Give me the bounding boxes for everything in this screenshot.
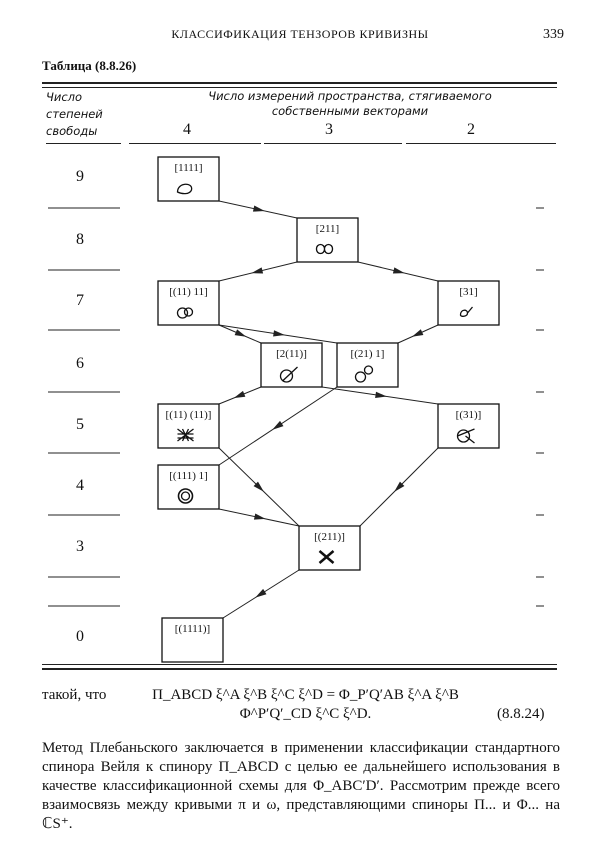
col0-header-line: Число xyxy=(46,90,83,104)
equation-number: (8.8.24) xyxy=(497,706,545,722)
crossed-lines-icon xyxy=(177,428,194,442)
row-label: 0 xyxy=(76,628,84,645)
arrow-icon xyxy=(394,481,405,492)
arrow-icon xyxy=(272,420,284,430)
node-label: [31] xyxy=(459,286,477,298)
lead-text: такой, что xyxy=(42,687,107,703)
node-n31b: [(31)] xyxy=(437,403,500,449)
col0-header-line: степеней xyxy=(46,107,103,121)
node-label: [(21) 1] xyxy=(351,348,385,360)
arrow-icon xyxy=(411,329,424,337)
node-box xyxy=(157,280,220,326)
equation-text: Π_ABCD ξ^A ξ^B ξ^C ξ^D = Φ_P′Q′AB ξ^A ξ^… xyxy=(152,687,459,722)
node-label: [1111] xyxy=(174,162,202,174)
node-box xyxy=(161,617,224,663)
header-underline xyxy=(264,143,402,144)
row-label: 3 xyxy=(76,538,84,555)
row-label: 8 xyxy=(76,231,84,248)
node-n211: [211] xyxy=(296,217,359,263)
cross-icon xyxy=(318,550,335,564)
table-caption: Таблица (8.8.26) xyxy=(42,58,137,73)
node-n2_11: [2(11)] xyxy=(260,342,323,388)
arrow-icon xyxy=(252,205,265,212)
arrow-icon xyxy=(251,267,264,274)
header-underline xyxy=(46,143,121,144)
span-header-line: собственными векторами xyxy=(271,104,429,118)
arrow-icon xyxy=(255,588,267,598)
row-label: 7 xyxy=(76,292,84,309)
row-label: 4 xyxy=(76,477,84,494)
arrow-icon xyxy=(234,329,247,337)
body-paragraph: Метод Плебаньского заключается в примене… xyxy=(42,740,560,832)
touching-circles-icon xyxy=(354,365,374,383)
node-label: [(31)] xyxy=(456,409,482,421)
column-3: 3 xyxy=(325,121,333,138)
node-label: [211] xyxy=(316,223,339,235)
node-label: [(211)] xyxy=(314,531,345,543)
node-n31: [31] xyxy=(437,280,500,326)
node-label: [(11) (11)] xyxy=(166,409,212,421)
two-circles-icon xyxy=(176,307,194,319)
figure-eight-icon xyxy=(315,243,334,255)
bottom-rule xyxy=(42,664,557,665)
header-underline xyxy=(129,143,261,144)
cusp-loop-icon xyxy=(459,306,473,317)
arrow-icon xyxy=(253,513,266,520)
node-n21_1: [(21) 1] xyxy=(336,342,399,388)
arrow-icon xyxy=(375,391,387,398)
span-header-line: Число измерений пространства, стягиваемо… xyxy=(208,89,492,103)
col0-header: Число степеней свободы xyxy=(46,89,103,140)
node-box xyxy=(296,217,359,263)
row-label: 5 xyxy=(76,416,84,433)
node-n11_11b: [(11) (11)] xyxy=(157,403,220,449)
top-rule xyxy=(42,82,557,84)
circle-cross-icon xyxy=(456,428,475,444)
circle-tangent-icon xyxy=(279,366,298,383)
node-label: [(11) 11] xyxy=(169,286,208,298)
column-2: 2 xyxy=(467,121,475,138)
equation: Π_ABCD ξ^A ξ^B ξ^C ξ^D = Φ_P′Q′AB ξ^A ξ^… xyxy=(128,686,483,724)
node-n1111: [1111] xyxy=(157,156,220,202)
node-box xyxy=(437,403,500,449)
loop-icon xyxy=(176,183,193,195)
column-4: 4 xyxy=(183,121,191,138)
page-number: 339 xyxy=(543,27,564,42)
node-label: [(1111)] xyxy=(175,623,210,635)
node-n211b: [(211)] xyxy=(298,525,361,571)
header-underline xyxy=(406,143,556,144)
arrow-icon xyxy=(273,330,285,337)
node-n111_1: [(111) 1] xyxy=(157,464,220,510)
arrow-icon xyxy=(233,390,246,399)
node-n11_11: [(11) 11] xyxy=(157,280,220,326)
span-header: Число измерений пространства, стягиваемо… xyxy=(170,89,530,119)
node-box xyxy=(336,342,399,388)
node-label: [2(11)] xyxy=(276,348,307,360)
node-box xyxy=(298,525,361,571)
col0-header-line: свободы xyxy=(46,124,98,138)
node-n1111b: [(1111)] xyxy=(161,617,224,663)
top-rule-2 xyxy=(42,87,557,88)
arrow-icon xyxy=(253,481,264,492)
node-label: [(111) 1] xyxy=(169,470,208,482)
running-title: КЛАССИФИКАЦИЯ ТЕНЗОРОВ КРИВИЗНЫ xyxy=(171,27,429,41)
arrow-icon xyxy=(392,267,405,274)
row-label: 9 xyxy=(76,168,84,185)
bottom-rule-2 xyxy=(42,668,557,670)
concentric-circles-icon xyxy=(177,488,194,504)
node-box xyxy=(437,280,500,326)
row-label: 6 xyxy=(76,355,84,372)
